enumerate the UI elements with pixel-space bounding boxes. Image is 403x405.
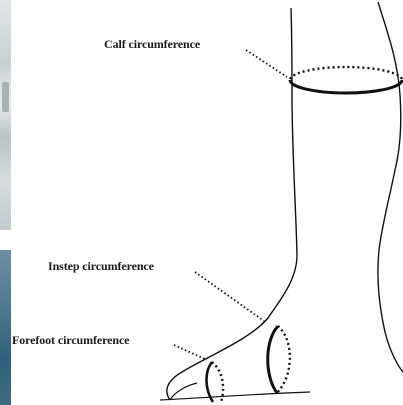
- instep-ring-solid: [268, 326, 278, 393]
- instep-ring-dotted: [277, 326, 290, 393]
- sole-outline: [160, 392, 310, 400]
- forefoot-circumference-label: Forefoot circumference: [12, 333, 129, 348]
- leg-front-outline: [167, 8, 297, 400]
- leg-back-outline: [378, 2, 403, 372]
- calf-circumference-label: Calf circumference: [104, 37, 200, 52]
- forefoot-leader-line: [174, 345, 207, 360]
- calf-leader-line: [246, 50, 287, 77]
- instep-circumference-label: Instep circumference: [48, 259, 154, 274]
- toe-outline: [170, 383, 197, 400]
- forefoot-ring-solid: [206, 362, 213, 402]
- calf-ring-front: [290, 80, 402, 93]
- instep-leader-line: [195, 272, 264, 321]
